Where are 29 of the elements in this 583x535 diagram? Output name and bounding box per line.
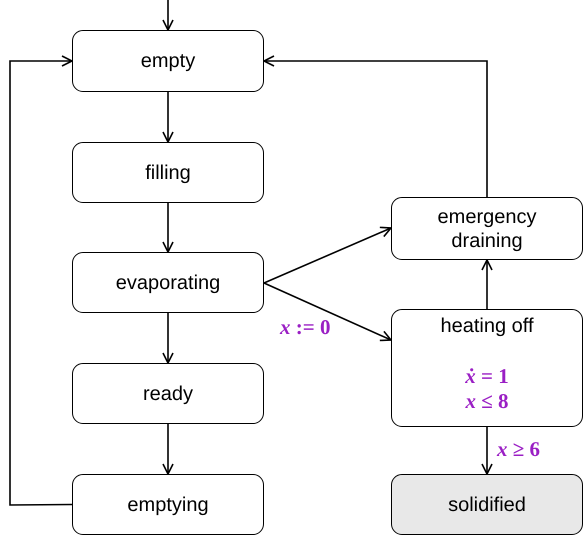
arrow — [481, 427, 493, 475]
state-box — [72, 30, 264, 92]
state-name: emergency draining — [436, 204, 538, 252]
arrow — [162, 92, 174, 143]
state-box — [72, 142, 264, 203]
state-name: emptying — [127, 492, 209, 516]
state-box — [72, 252, 264, 313]
invariant-text: ẋ = 1 — [465, 364, 509, 389]
arrow — [481, 259, 493, 309]
arrow — [263, 55, 488, 197]
arrow — [162, 203, 174, 253]
state-name: empty — [140, 49, 196, 73]
invariant-text: x ≤ 8 — [465, 389, 509, 414]
arrow — [162, 424, 174, 475]
state-box — [72, 474, 264, 535]
state-box — [391, 309, 583, 427]
arrow — [162, 313, 174, 364]
arrow — [264, 282, 392, 342]
state-name: filling — [145, 160, 191, 184]
arrow — [264, 226, 392, 284]
state-box — [391, 197, 583, 260]
state-name: solidified — [448, 492, 526, 516]
state-box — [72, 363, 264, 424]
state-name: heating off — [440, 314, 534, 338]
arrow — [162, 0, 174, 31]
final-state-box — [391, 474, 583, 535]
state-name: ready — [142, 382, 194, 406]
state-name: evaporating — [116, 270, 220, 294]
arrow — [9, 55, 73, 506]
